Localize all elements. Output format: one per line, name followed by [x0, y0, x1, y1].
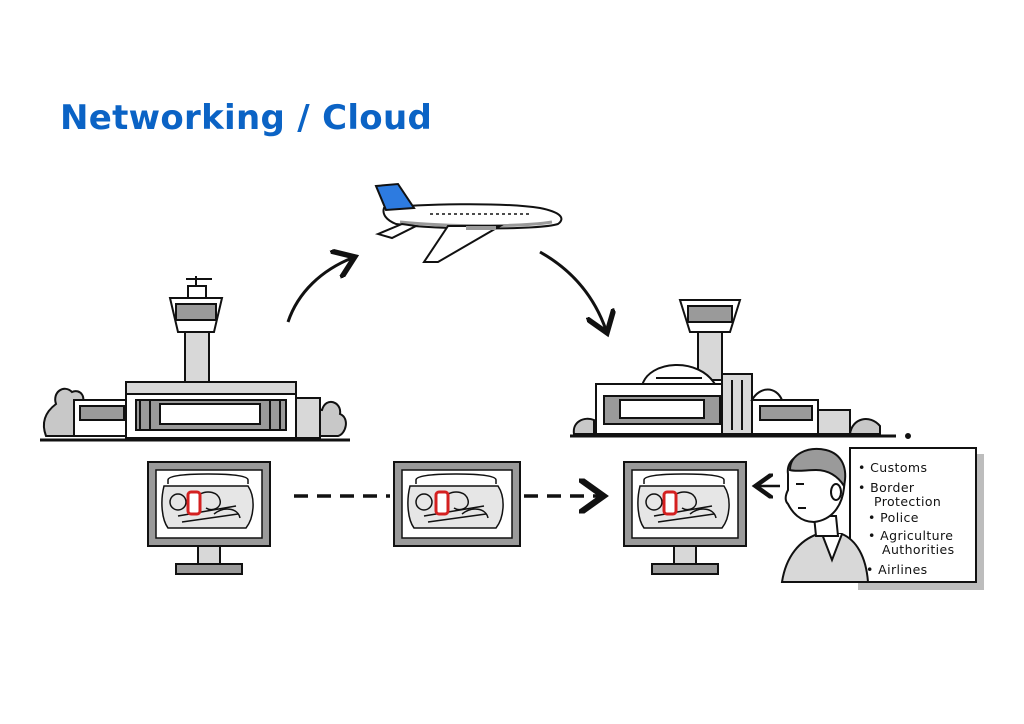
destination-airport-icon [570, 299, 911, 439]
officer-icon [780, 448, 870, 583]
baggage-xray-monitor-icon [623, 461, 747, 575]
highlighted-item-icon [662, 490, 678, 516]
note-border-protection-line2: Protection [874, 494, 941, 509]
highlighted-item-icon [186, 490, 202, 516]
origin-airport-icon [40, 276, 350, 442]
stakeholders-list: • Customs • Border Protection • Police •… [858, 460, 955, 577]
stakeholders-board [849, 447, 984, 590]
landing-arrow [539, 250, 606, 330]
note-border-protection: • Border [858, 480, 915, 495]
takeoff-arrow [286, 258, 352, 323]
note-agriculture: • Agriculture [868, 528, 953, 543]
page-title: Networking / Cloud [60, 98, 433, 138]
highlighted-item-icon [434, 490, 450, 516]
airplane-icon [374, 182, 563, 263]
baggage-xray-monitor-icon [147, 461, 271, 575]
note-customs: • Customs [858, 460, 927, 475]
note-police: • Police [868, 510, 919, 525]
baggage-xray-monitor-icon [393, 461, 521, 547]
note-agriculture-line2: Authorities [882, 542, 955, 557]
note-airlines: • Airlines [866, 562, 928, 577]
plane-tail-icon [374, 182, 416, 212]
